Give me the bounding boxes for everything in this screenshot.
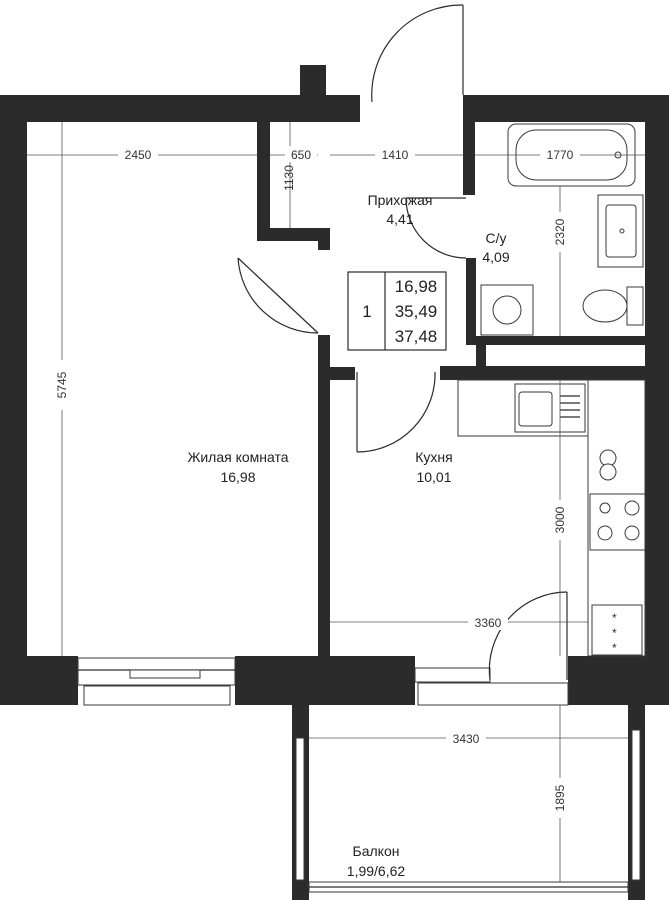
wall-right xyxy=(645,95,669,705)
wall-niche-bottom xyxy=(257,228,330,241)
dim-kitchen-width: 3360 xyxy=(475,616,502,630)
bathroom-area: 4,09 xyxy=(482,249,509,265)
wall-bath-left-top xyxy=(463,120,475,195)
balcony-name: Балкон xyxy=(353,843,400,859)
room-labels: Прихожая 4,41 С/у 4,09 Жилая комната 16,… xyxy=(187,192,509,879)
wall-bottom-left xyxy=(0,656,78,705)
appliance-icon xyxy=(591,604,643,656)
summary-total-with-balcony: 37,48 xyxy=(395,327,438,346)
dim-kitchen-depth: 3000 xyxy=(553,506,567,533)
doors xyxy=(237,4,568,681)
toilet-icon xyxy=(582,289,628,323)
dim-bath-depth: 2320 xyxy=(553,218,567,245)
dim-balcony-width: 3430 xyxy=(453,732,480,746)
wall-kitchen-top xyxy=(440,366,646,380)
svg-text:*: * xyxy=(612,611,617,625)
wall-top-right xyxy=(463,95,669,122)
dim-living-depth: 5745 xyxy=(55,371,69,398)
balcony-area: 1,99/6,62 xyxy=(347,863,406,879)
living-room-name: Жилая комната xyxy=(187,449,288,465)
svg-text:*: * xyxy=(612,641,617,655)
balcony-glazing-right xyxy=(631,729,641,881)
wall-left xyxy=(0,95,27,705)
wall-bath-bottom xyxy=(466,336,646,345)
living-door-swing xyxy=(237,257,319,334)
kitchen-area: 10,01 xyxy=(416,469,451,485)
living-door-leaf xyxy=(237,257,319,334)
window-living-sill xyxy=(83,685,231,706)
dim-niche-depth: 1130 xyxy=(282,165,296,191)
dim-hall-width: 1410 xyxy=(382,148,409,162)
summary-total-area: 35,49 xyxy=(395,302,438,321)
svg-text:*: * xyxy=(612,626,617,640)
wall-bath-left-bottom xyxy=(466,258,476,338)
dimension-labels: 2450 650 1410 1770 1130 5745 2320 3000 3… xyxy=(54,146,580,818)
kitchen-name: Кухня xyxy=(415,449,452,465)
bathroom-name: С/у xyxy=(486,230,507,246)
hallway-area: 4,41 xyxy=(386,211,413,227)
vent-shaft xyxy=(300,65,326,105)
wall-shaft-left xyxy=(476,336,486,372)
dim-living-width: 2450 xyxy=(125,148,152,162)
dim-balcony-depth: 1895 xyxy=(553,784,567,811)
toilet-tank xyxy=(626,286,644,326)
window-kitchen-sill xyxy=(417,682,569,706)
dim-bath-width: 1770 xyxy=(547,148,574,162)
window-kitchen xyxy=(414,667,491,683)
kitchen-door-swing xyxy=(356,371,436,453)
wall-niche-stub xyxy=(318,228,330,250)
windows xyxy=(77,657,641,893)
wall-kitchen-stub-left xyxy=(318,367,355,380)
entrance-door-swing xyxy=(371,4,464,103)
wall-living-kitchen xyxy=(318,335,330,665)
summary-box xyxy=(347,271,447,351)
walls xyxy=(0,65,669,900)
bath-door-swing xyxy=(405,197,467,259)
wall-bottom-mid xyxy=(235,656,415,705)
window-living-sash xyxy=(129,669,201,679)
area-summary-table: 1 16,98 35,49 37,48 xyxy=(347,271,447,351)
living-room-area: 16,98 xyxy=(220,469,255,485)
summary-living-area: 16,98 xyxy=(395,277,438,296)
fixtures: * * * xyxy=(457,123,646,657)
balcony-glazing-left xyxy=(295,737,305,881)
hallway-name: Прихожая xyxy=(368,192,433,208)
summary-rooms-count: 1 xyxy=(362,302,371,321)
wall-bottom-right xyxy=(568,656,669,705)
balcony-door-swing xyxy=(488,591,568,681)
dim-niche-width: 650 xyxy=(291,148,311,162)
wall-niche-left xyxy=(257,120,270,240)
